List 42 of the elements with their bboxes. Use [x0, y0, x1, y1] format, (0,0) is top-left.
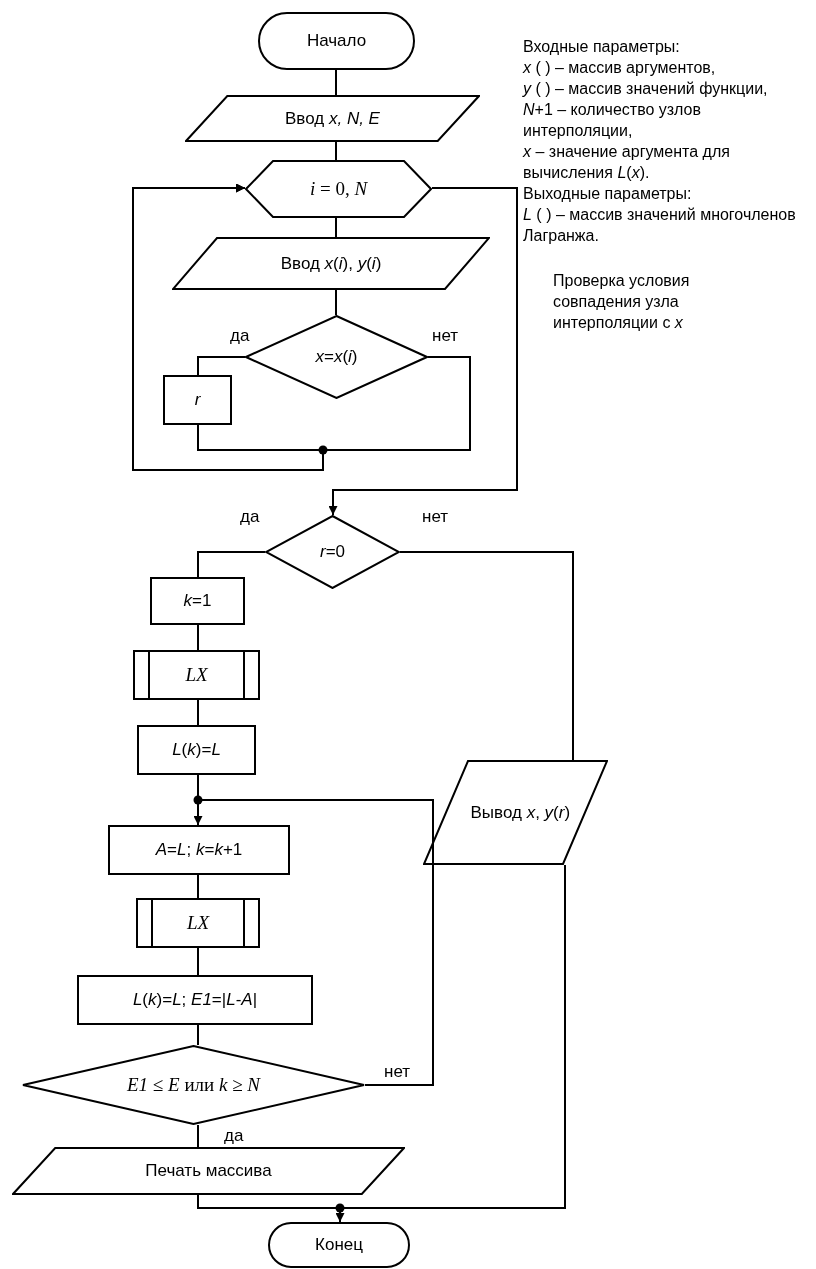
node-label: x=x(i) [315, 346, 358, 368]
node-label: L(k)=L [172, 739, 221, 761]
parameter-note: L ( ) – массив значений многочленов Лагранжа. [523, 205, 797, 246]
io-parallelogram [423, 760, 608, 865]
io-parallelogram [172, 237, 490, 290]
decision-diamond [22, 1045, 365, 1125]
node-label: LX [186, 911, 210, 935]
node-label: LX [185, 663, 208, 687]
flow-arrow [193, 799, 434, 1086]
node-label: Вывод x, y(r) [470, 801, 572, 824]
flow-arrow [132, 183, 471, 471]
parameter-note: y ( ) – массив значений функции, [523, 79, 769, 99]
node-label: Ввод x, N, E [285, 107, 380, 130]
parameter-note: Входные параметры: [523, 37, 681, 57]
subroutine-box [136, 898, 260, 948]
flow-arrow [335, 864, 566, 1223]
parameter-note: Выходные параметры: [523, 184, 693, 204]
process-box [163, 375, 232, 425]
flow-arrow [328, 187, 518, 516]
process-box [137, 725, 256, 775]
parameter-note: x – значение аргумента для вычисления L(x). [523, 142, 731, 183]
node-label: L(k)=L; E1=|L-A| [132, 989, 258, 1011]
process-box [77, 975, 313, 1025]
subroutine-box [133, 650, 260, 700]
node-label: Начало [306, 30, 367, 52]
io-parallelogram [185, 95, 480, 142]
loop-hexagon [245, 160, 432, 218]
node-label: Печать массива [145, 1160, 272, 1182]
node-label: r=0 [319, 541, 346, 563]
comment-note: Проверка условия совпадения узла интерполяции с x [553, 271, 691, 333]
node-label: r [194, 389, 201, 411]
node-label: E1 ≤ E или k ≥ N [126, 1073, 260, 1097]
io-parallelogram [12, 1147, 405, 1195]
parameter-note: x ( ) – массив аргументов, [523, 58, 717, 78]
node-label: i = 0, N [309, 177, 368, 201]
process-box [108, 825, 290, 875]
decision-diamond [265, 515, 400, 589]
process-box [150, 577, 245, 625]
node-label: A=L; k=k+1 [155, 839, 243, 861]
node-label: Ввод x(i), y(i) [280, 252, 382, 275]
node-label: Конец [315, 1234, 363, 1256]
node-label: k=1 [183, 590, 212, 612]
